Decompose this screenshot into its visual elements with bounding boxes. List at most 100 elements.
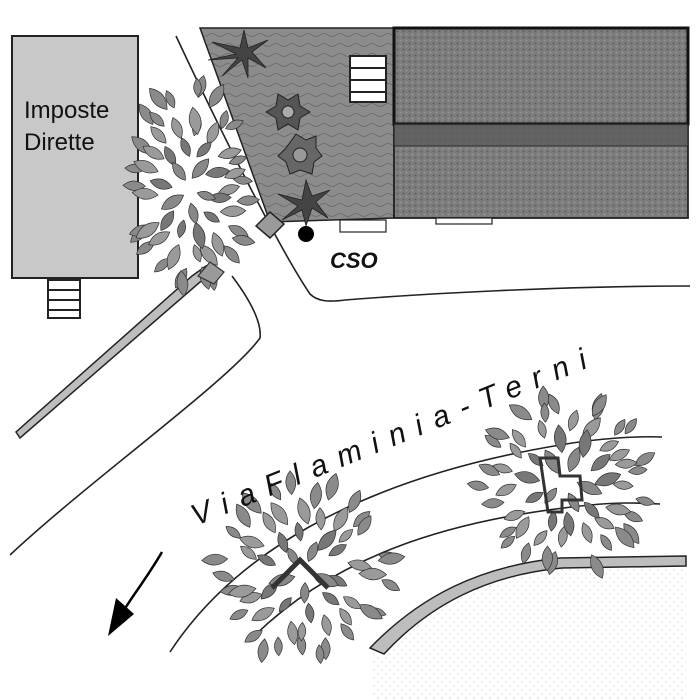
- tree-leaf: [228, 155, 248, 165]
- tree-center: [201, 470, 406, 664]
- tree-leaf: [557, 525, 568, 548]
- tree-leaf: [342, 596, 362, 610]
- tree-leaf: [294, 521, 304, 542]
- tree-leaf: [499, 526, 517, 538]
- tree-leaf: [492, 463, 513, 474]
- tree-leaf: [328, 544, 347, 557]
- tree-leaf: [309, 481, 322, 510]
- tree-leaf: [512, 429, 526, 448]
- tree-leaf: [466, 480, 490, 491]
- palm-plant-1: [207, 29, 269, 79]
- cso-stairs: [349, 55, 387, 103]
- tree-leaf: [533, 530, 548, 546]
- location-dot-icon: [298, 226, 314, 242]
- tree-leaf: [172, 162, 186, 181]
- tree-leaf: [133, 159, 159, 174]
- tree-leaf: [600, 534, 612, 551]
- tree-leaf: [484, 435, 502, 448]
- tree-leaf: [508, 404, 533, 421]
- tree-leaf: [192, 244, 202, 263]
- tree-leaf: [270, 502, 288, 526]
- tree-leaf: [240, 545, 257, 560]
- tree-leaf: [257, 638, 269, 664]
- tree-leaf: [325, 472, 339, 501]
- tree-leaf: [584, 501, 600, 519]
- tree-leaf: [142, 145, 165, 160]
- tree-leaf: [538, 385, 550, 412]
- tree-leaf: [594, 517, 615, 530]
- tree-leaf: [322, 592, 340, 606]
- tree-leaf: [149, 178, 173, 190]
- tree-base: [197, 261, 225, 285]
- tree-leaf: [225, 526, 242, 539]
- tree-stake: [270, 556, 330, 590]
- flower-plant-2: [277, 133, 323, 175]
- tree-leaf: [177, 219, 186, 239]
- tree-leaf: [541, 545, 553, 572]
- tree-leaf: [315, 507, 326, 531]
- tree-leaf: [567, 409, 579, 432]
- tree-leaf: [495, 483, 517, 497]
- tree-leaf: [500, 535, 516, 549]
- tree-leaf: [514, 471, 541, 484]
- tree-leaf: [297, 497, 311, 525]
- tree-leaf: [269, 482, 282, 501]
- tree-leaf: [515, 516, 530, 539]
- tree-leaf: [241, 492, 262, 514]
- tree-leaf: [315, 644, 325, 664]
- tree-leaf: [251, 607, 275, 622]
- tree-leaf: [231, 234, 256, 246]
- tree-leaf: [634, 452, 656, 466]
- tree-leaf: [544, 487, 558, 504]
- tree-leaf: [193, 77, 202, 98]
- tree-leaf: [615, 526, 635, 549]
- tree-leaf: [211, 232, 225, 257]
- tree-leaf: [627, 466, 648, 475]
- tree-leaf: [192, 221, 206, 250]
- cso-label: CSO: [330, 248, 378, 273]
- tree-leaf: [481, 498, 505, 509]
- tree-leaf: [219, 109, 229, 130]
- tree-leaf: [547, 510, 558, 532]
- tree-leaf: [381, 579, 401, 591]
- tree-leaf: [165, 90, 176, 109]
- tree-leaf: [567, 446, 581, 473]
- tree-leaf: [208, 84, 225, 108]
- tree-leaf: [149, 87, 168, 110]
- tree-leaf: [624, 418, 637, 435]
- tree-leaf: [338, 529, 354, 543]
- tree-leaf: [244, 629, 263, 643]
- tree-leaf: [188, 106, 202, 135]
- tree-leaf: [188, 202, 199, 225]
- tree-leaf: [333, 506, 349, 532]
- tree-upper-left: [122, 74, 260, 297]
- tree-leaf: [149, 111, 165, 127]
- tree-leaf: [340, 623, 354, 641]
- tree-leaf: [278, 597, 292, 613]
- tree-leaf: [563, 511, 575, 537]
- tree-leaf: [594, 472, 622, 487]
- tree-leaf: [525, 491, 544, 503]
- tree-leaf: [300, 582, 310, 604]
- street-name: ViaFlaminia-Terni: [186, 339, 602, 533]
- cso-building: [339, 26, 690, 233]
- tree-right: [466, 385, 656, 579]
- tree-leaf: [238, 535, 265, 549]
- tree-leaf: [150, 126, 167, 144]
- tree-leaf: [591, 394, 607, 417]
- tree-leaf: [590, 554, 604, 579]
- tree-leaf: [321, 614, 332, 637]
- tree-leaf: [567, 492, 580, 513]
- tree-leaf: [599, 440, 619, 452]
- tree-leaf: [274, 636, 283, 657]
- tree-leaf: [166, 244, 181, 271]
- tree-leaf: [180, 137, 191, 157]
- tree-leaf: [285, 470, 297, 496]
- tree-leaf: [164, 145, 177, 167]
- tree-leaf: [307, 541, 319, 562]
- tree-leaf: [206, 121, 220, 146]
- garden-lower-right: [368, 555, 687, 700]
- tree-leaf: [196, 141, 212, 158]
- tree-leaf: [148, 231, 171, 246]
- tree-leaf: [317, 529, 337, 551]
